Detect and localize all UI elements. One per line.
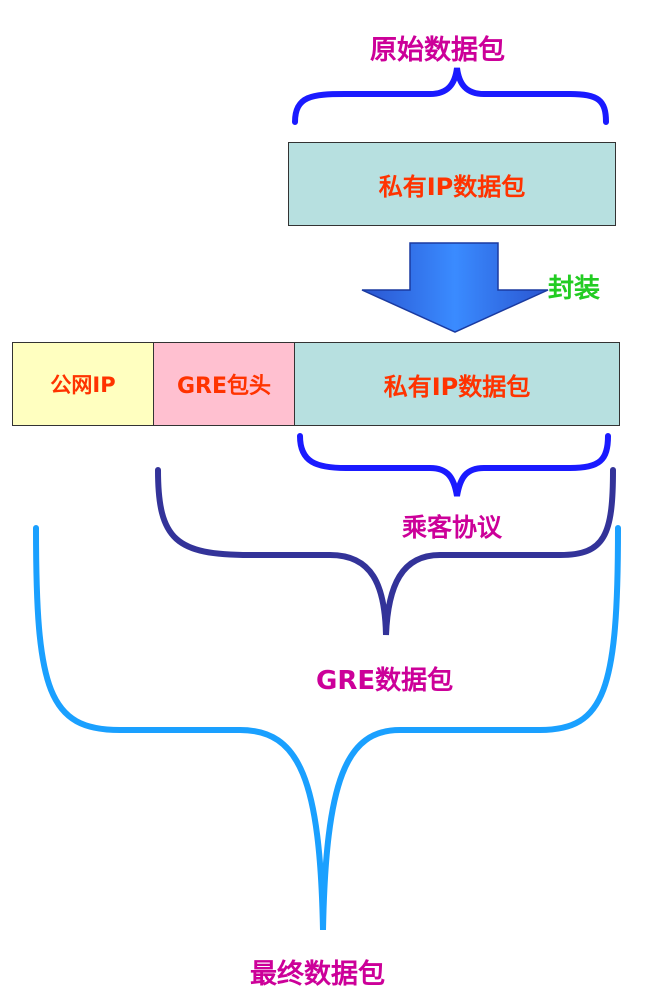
gre-packet-brace (155, 467, 616, 636)
bottom-private-ip-label: 私有IP数据包 (383, 372, 531, 401)
original-packet-label: 原始数据包 (370, 35, 505, 66)
bottom-private-ip-box: 私有IP数据包 (294, 342, 620, 426)
final-packet-brace (33, 525, 621, 931)
gre-header-box: GRE包头 (153, 342, 295, 426)
original-packet-brace (292, 67, 609, 125)
final-packet-label: 最终数据包 (250, 959, 385, 990)
encapsulate-arrow (361, 242, 549, 333)
gre-packet-label: GRE数据包 (316, 666, 454, 696)
top-private-ip-label: 私有IP数据包 (378, 172, 526, 201)
public-ip-box: 公网IP (12, 342, 154, 426)
public-ip-label: 公网IP (50, 373, 116, 397)
passenger-protocol-brace (297, 433, 611, 497)
encapsulate-label: 封装 (548, 274, 601, 304)
passenger-protocol-label: 乘客协议 (402, 513, 503, 542)
gre-header-label: GRE包头 (176, 374, 272, 399)
top-private-ip-box: 私有IP数据包 (288, 142, 616, 226)
